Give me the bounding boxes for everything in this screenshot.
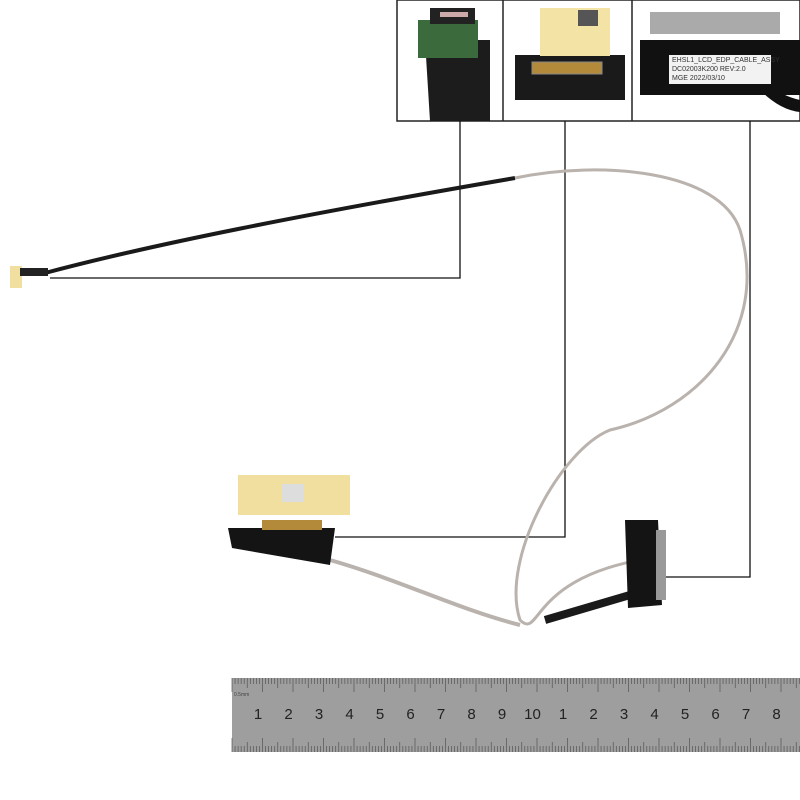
ruler-number: 6 [406, 706, 415, 723]
leader-lines [50, 121, 751, 578]
right-connector [625, 520, 662, 608]
ruler-number: 5 [680, 706, 690, 723]
ruler-number: 4 [650, 706, 659, 723]
silver-cable [514, 168, 749, 626]
ruler-number: 5 [375, 706, 385, 723]
ruler-number: 1 [558, 706, 568, 723]
ruler-number: 6 [711, 706, 720, 723]
ruler-number: 2 [284, 706, 293, 723]
ruler-number: 3 [619, 706, 629, 723]
ruler-number: 1 [253, 706, 263, 723]
ruler-number: 2 [589, 706, 598, 723]
black-cable [44, 176, 516, 275]
label-line: MGE 2022/03/10 [672, 75, 725, 82]
ruler-unit: 0.5mm [234, 692, 250, 698]
ruler-number: 8 [467, 706, 476, 723]
ruler-number: 3 [314, 706, 324, 723]
ruler-number: 10 [524, 706, 541, 723]
tape-tab [10, 266, 22, 288]
cable-label: EHSL1_LCD_EDP_CABLE_ASSY DC02003K200 REV… [669, 55, 780, 84]
label-line: DC02003K200 REV:2.0 [672, 66, 746, 73]
ruler-number: 8 [772, 706, 781, 723]
ruler-number: 4 [345, 706, 354, 723]
ruler-number: 7 [436, 706, 446, 723]
ruler-number: 7 [741, 706, 751, 723]
ruler-number: 9 [497, 706, 507, 723]
left-connector [228, 528, 335, 565]
ruler [232, 678, 800, 752]
label-line: EHSL1_LCD_EDP_CABLE_ASSY [672, 57, 780, 64]
